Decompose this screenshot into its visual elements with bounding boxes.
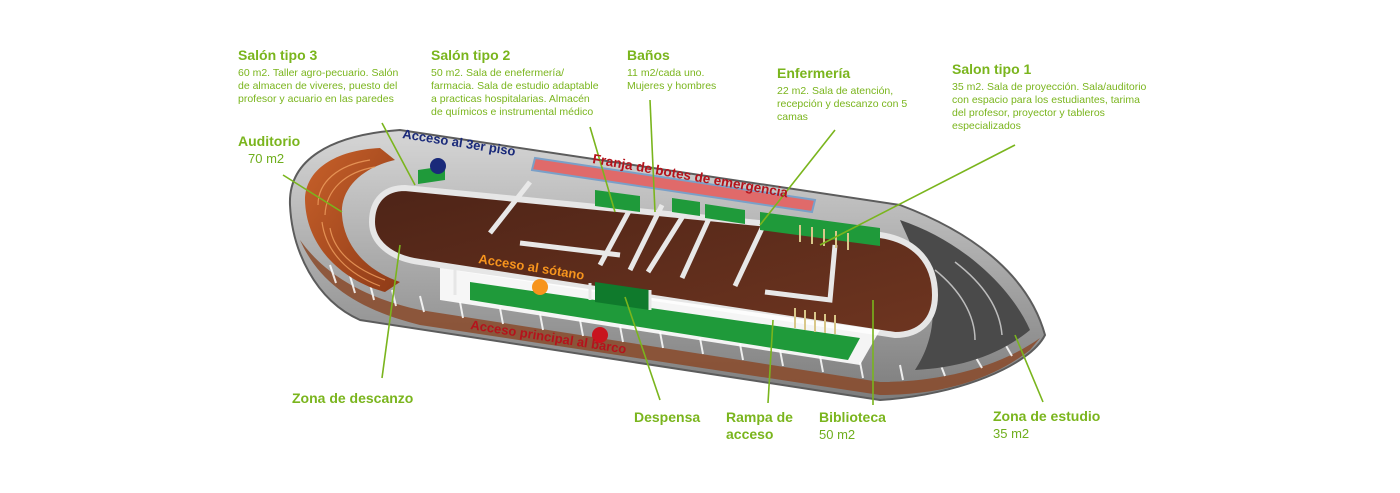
- label-zona-estudio: Zona de estudio 35 m2: [993, 408, 1100, 441]
- leader-lines: [282, 99, 1044, 405]
- bow-seats: [934, 261, 1003, 341]
- auditorium-floor: [305, 148, 400, 292]
- label-desc-line: especializados: [952, 120, 1021, 132]
- label-desc-line: de químicos e instrumental médico: [431, 106, 594, 118]
- pantry-block: [595, 282, 650, 310]
- label-title: Baños: [627, 47, 670, 63]
- label-despensa: Despensa: [634, 409, 700, 426]
- label-area: 70 m2: [248, 151, 285, 166]
- label-title: Salón tipo 2: [431, 47, 511, 63]
- label-desc-line: 35 m2. Sala de proyección. Sala/auditori…: [952, 81, 1147, 93]
- label-title: Biblioteca: [819, 409, 886, 425]
- green-wall-segments: [418, 166, 880, 246]
- ramp-rails: [453, 265, 652, 310]
- label-title: Rampa de: [726, 409, 793, 425]
- label-title: Enfermería: [777, 65, 851, 81]
- label-area: 35 m2: [993, 426, 1030, 441]
- label-desc-line: 11 m2/cada uno.: [627, 67, 705, 79]
- label-desc-line: profesor y acuario en las paredes: [238, 93, 394, 105]
- label-desc-line: con espacio para los estudiantes, tarima: [952, 94, 1140, 106]
- label-desc-line: 22 m2. Sala de atención,: [777, 85, 894, 97]
- access-3rd-floor-marker: [430, 158, 446, 174]
- label-banos: Baños 11 m2/cada uno. Mujeres y hombres: [627, 47, 719, 93]
- label-enfermeria: Enfermería 22 m2. Sala de atención, rece…: [777, 65, 911, 124]
- label-desc-line: de almacen de viveres, puesto del: [238, 80, 398, 92]
- access-main-marker: [592, 327, 608, 343]
- label-desc-line: Mujeres y hombres: [627, 80, 717, 92]
- label-desc-line: 60 m2. Taller agro-pecuario. Salón: [238, 67, 399, 79]
- label-salon-tipo-3: Salón tipo 3 60 m2. Taller agro-pecuario…: [238, 47, 408, 106]
- label-auditorio: Auditorio 70 m2: [238, 133, 300, 166]
- label-area: 50 m2: [819, 427, 856, 442]
- partition-walls: [488, 180, 838, 303]
- access-ramp: [470, 282, 860, 360]
- label-desc-line: farmacia. Sala de estudio adaptable: [431, 80, 599, 92]
- label-desc-line: a practicas hospitalarias. Almacén: [431, 93, 590, 105]
- library-shelves: [794, 225, 849, 334]
- label-desc-line: del profesor, proyector y tableros: [952, 107, 1105, 119]
- label-zona-descanzo: Zona de descanzo: [292, 390, 413, 407]
- label-title: Salón tipo 3: [238, 47, 318, 63]
- label-salon-tipo-2: Salón tipo 2 50 m2. Sala de enefermería/…: [431, 47, 604, 119]
- label-title: Zona de descanzo: [292, 390, 414, 406]
- label-title: Auditorio: [238, 133, 301, 149]
- access-basement-marker: [532, 279, 548, 295]
- label-title: Despensa: [634, 409, 701, 425]
- label-title: Salon tipo 1: [952, 61, 1032, 77]
- auditorium-seat-rows: [317, 159, 386, 287]
- label-desc-line: camas: [777, 111, 808, 123]
- label-title: acceso: [726, 426, 774, 442]
- hull-lower-band: [300, 240, 1040, 395]
- label-salon-tipo-1: Salon tipo 1 35 m2. Sala de proyección. …: [952, 61, 1148, 133]
- label-biblioteca: Biblioteca 50 m2: [819, 409, 886, 442]
- label-desc-line: 50 m2. Sala de enefermería/: [431, 67, 565, 79]
- bow-study-zone: [900, 220, 1030, 370]
- label-title: Zona de estudio: [993, 408, 1101, 424]
- label-rampa-acceso: Rampa de acceso: [726, 409, 793, 443]
- label-desc-line: recepción y descanzo con 5: [777, 98, 908, 110]
